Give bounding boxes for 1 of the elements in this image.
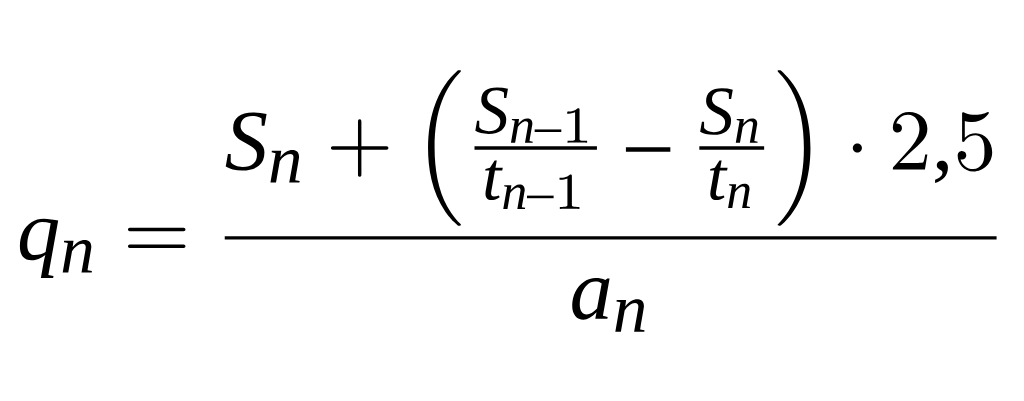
formula: $q_n = \frac{S_n + \left(\frac{S_{n-1}}{t_{n-1}} - \frac{S_n}{t_n}\right)\cdot 2{,}5}{a_n}$	[19, 70, 997, 332]
